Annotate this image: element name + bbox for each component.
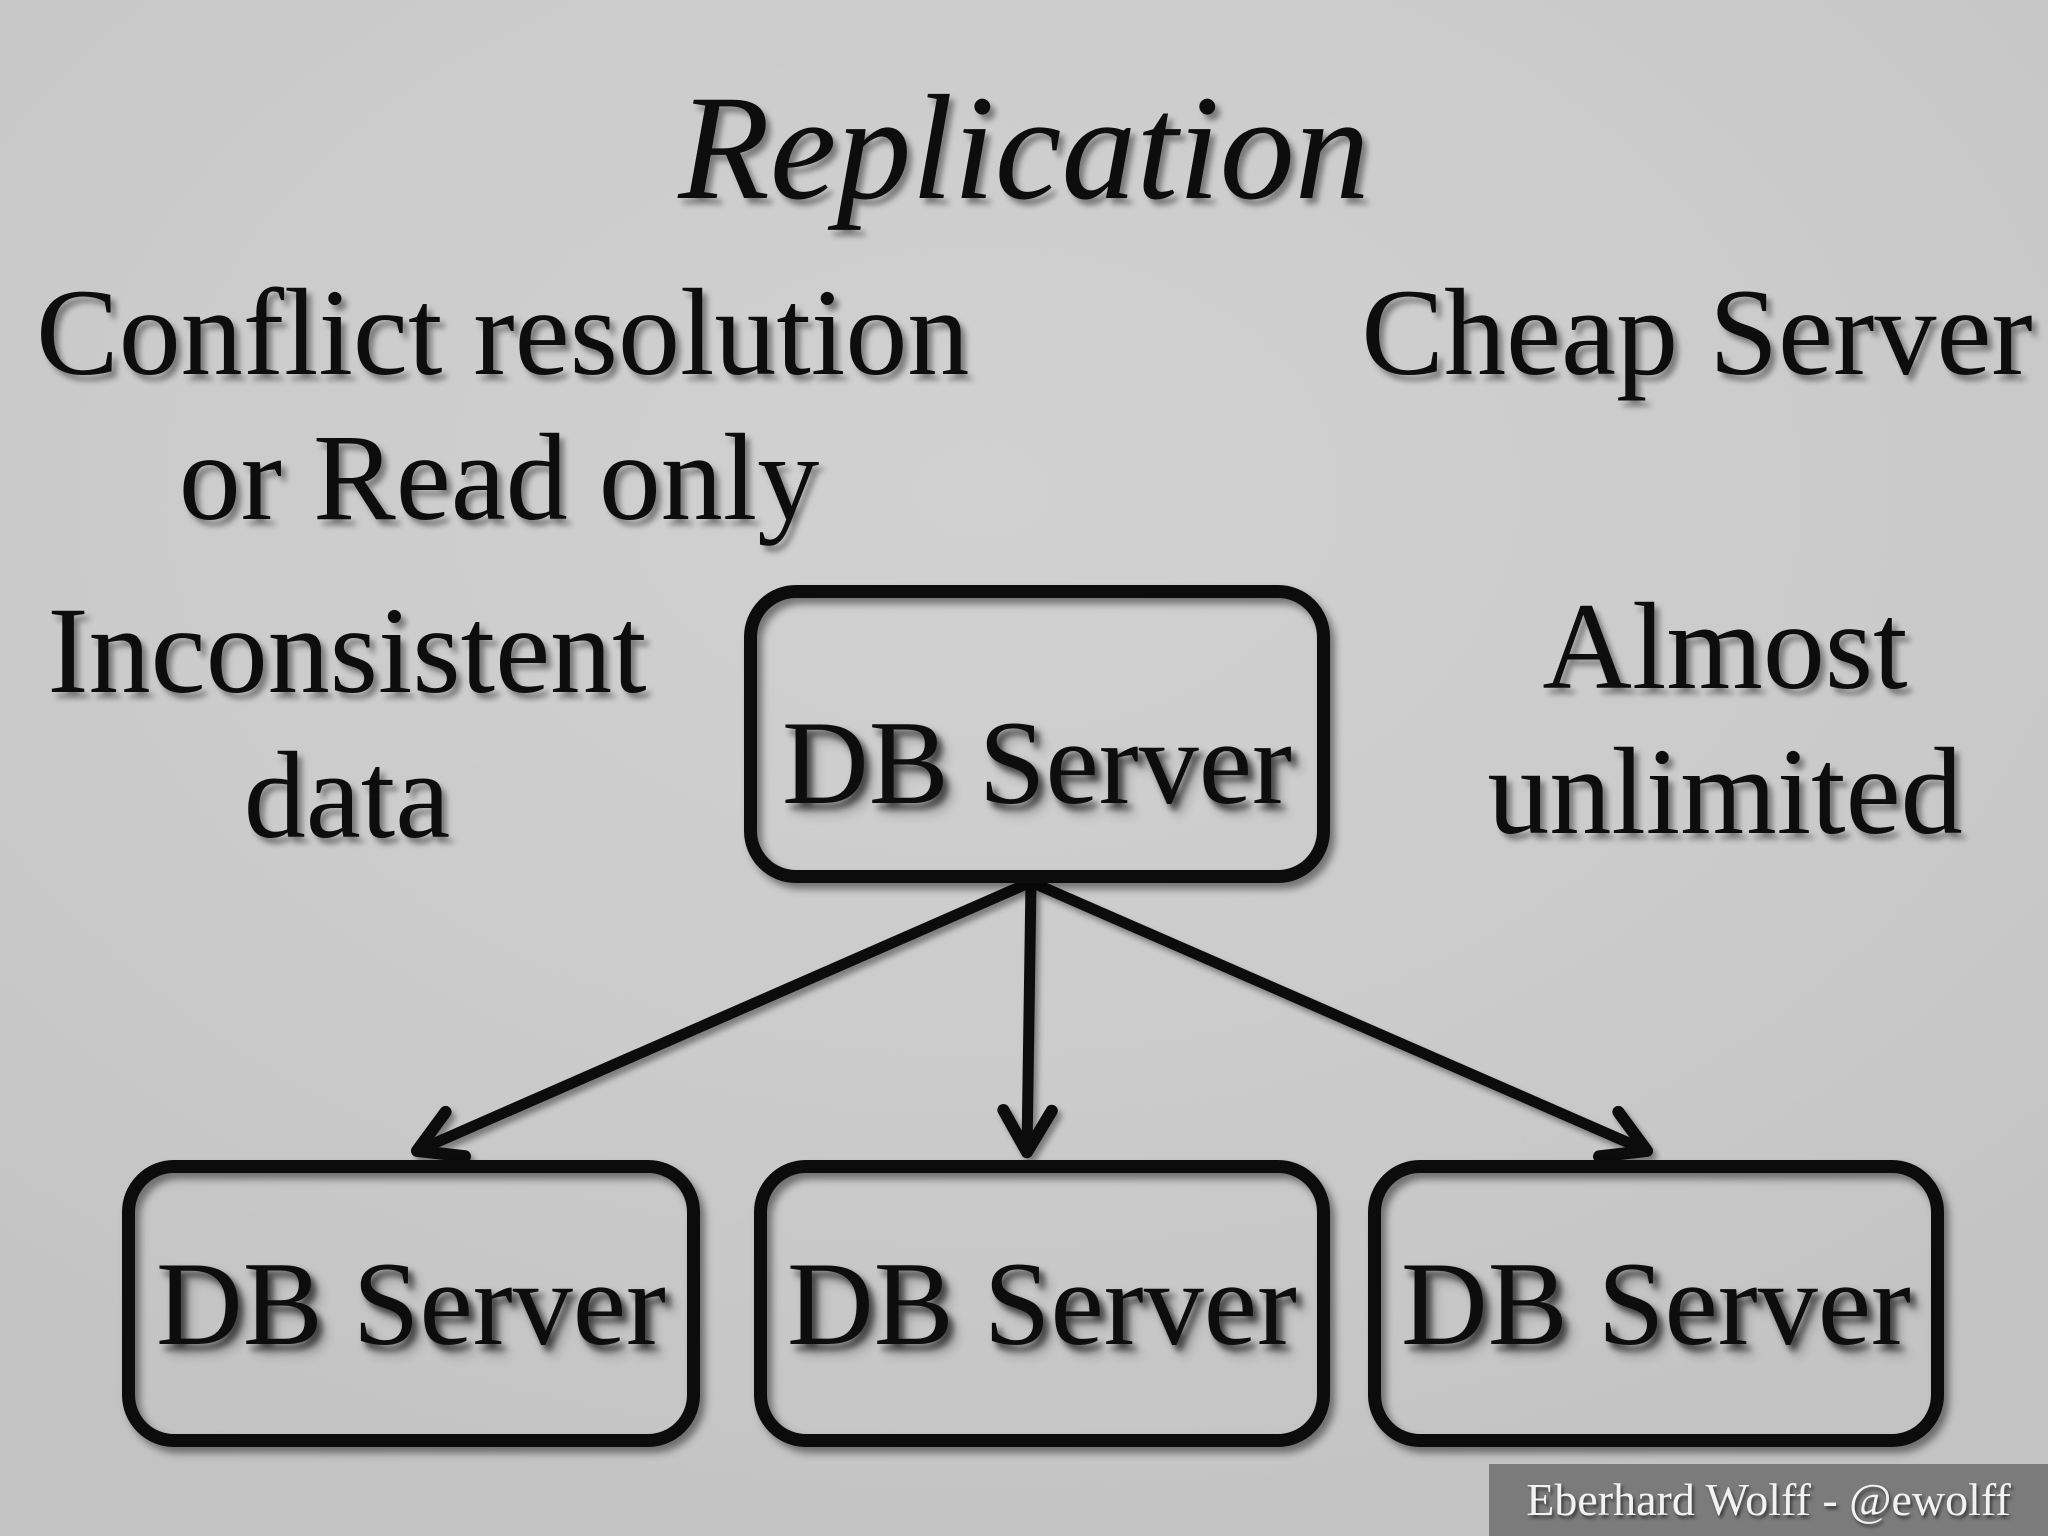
label-unlimited-line1: Almost bbox=[1542, 578, 1908, 715]
footer-credit-bar: Eberhard Wolff - @ewolff bbox=[1489, 1464, 2048, 1536]
label-unlimited-line2: unlimited bbox=[1487, 723, 1963, 861]
label-conflict-resolution: Conflict resolution or Read only bbox=[36, 260, 970, 550]
db-server-replica2-label: DB Server bbox=[787, 1236, 1297, 1370]
label-cheap-server: Cheap Server bbox=[1361, 264, 2033, 401]
label-conflict-line1: Conflict resolution bbox=[36, 264, 970, 401]
db-server-replica1-node: DB Server bbox=[122, 1160, 700, 1447]
label-almost-unlimited: Almost unlimited bbox=[1460, 574, 1990, 864]
db-server-replica3-node: DB Server bbox=[1368, 1160, 1944, 1447]
footer-credit-text: Eberhard Wolff - @ewolff bbox=[1526, 1474, 2011, 1525]
db-server-replica1-label: DB Server bbox=[156, 1236, 666, 1370]
label-inconsistent-line1: Inconsistent bbox=[47, 582, 647, 719]
arrow-root-to-replica3 bbox=[1028, 876, 1654, 1163]
label-inconsistent-line2: data bbox=[243, 727, 451, 865]
label-inconsistent-data: Inconsistent data bbox=[36, 578, 658, 868]
page-title: Replication bbox=[678, 65, 1370, 231]
db-server-replica2-node: DB Server bbox=[754, 1160, 1330, 1447]
db-server-replica3-label: DB Server bbox=[1401, 1236, 1911, 1370]
db-server-root-label: DB Server bbox=[782, 696, 1292, 829]
arrow-root-to-replica2 bbox=[997, 881, 1058, 1159]
db-server-root-node: DB Server bbox=[744, 585, 1330, 883]
label-conflict-line2: or Read only bbox=[178, 409, 820, 547]
arrow-root-to-replica1 bbox=[410, 876, 1034, 1163]
